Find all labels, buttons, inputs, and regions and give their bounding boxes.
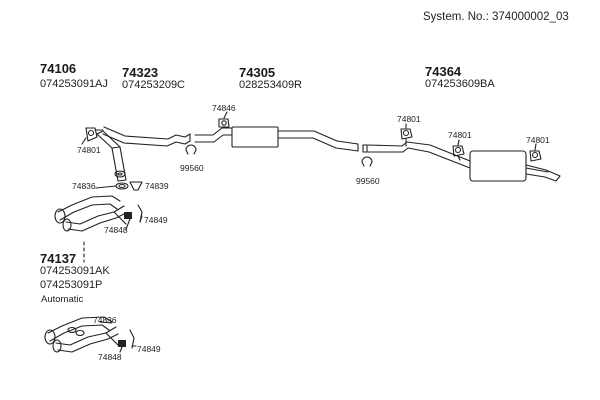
bracket-74848-lower xyxy=(118,340,126,347)
callout-74801-rear-a: 74801 xyxy=(448,130,472,140)
leader-74801-front xyxy=(81,137,87,145)
down-pipe-upper xyxy=(54,195,127,232)
intermediate-pipe-74323 xyxy=(102,126,191,147)
callout-74836-upper: 74836 xyxy=(72,181,96,191)
callout-74848-lower: 74848 xyxy=(98,352,122,362)
callout-74801-rear-b: 74801 xyxy=(526,135,550,145)
callout-74836-lower: 74836 xyxy=(93,315,117,325)
clamp-99560-a xyxy=(185,144,197,155)
callout-74801-front: 74801 xyxy=(77,145,101,155)
reference-074253209C: 074253209C xyxy=(122,79,186,91)
clip-74849-lower xyxy=(129,329,135,349)
center-muffler-74305 xyxy=(194,126,368,153)
reference-074253091P: 074253091P xyxy=(40,279,103,291)
hanger-74846 xyxy=(218,118,230,128)
callout-99560-mid: 99560 xyxy=(356,176,380,186)
mount-74801-mid xyxy=(400,128,413,147)
callout-74849-upper: 74849 xyxy=(144,215,168,225)
rear-muffler-74364 xyxy=(367,141,561,182)
bracket-74848-upper xyxy=(124,212,132,219)
gasket-74836 xyxy=(114,170,126,178)
variant-note: Automatic xyxy=(41,294,84,305)
mount-74801-front xyxy=(85,127,104,142)
reference-028253409R: 028253409R xyxy=(239,79,303,91)
part-number-74106: 74106 xyxy=(40,61,77,76)
part-number-74137: 74137 xyxy=(40,251,77,266)
part-number-74364: 74364 xyxy=(425,64,462,79)
callout-74848-upper: 74848 xyxy=(104,225,128,235)
down-pipe-lower xyxy=(44,316,119,353)
center-muffler-body xyxy=(231,126,279,148)
rear-muffler-body xyxy=(469,150,527,182)
reference-074253091AJ: 074253091AJ xyxy=(40,78,108,90)
callout-99560-front: 99560 xyxy=(180,163,204,173)
flange-74839 xyxy=(129,181,143,191)
callout-74849-lower: 74849 xyxy=(137,344,161,354)
part-number-74305: 74305 xyxy=(239,65,276,80)
mount-74801-rear-a xyxy=(452,145,465,161)
mount-74801-rear-b xyxy=(529,150,542,162)
callout-74839: 74839 xyxy=(145,181,169,191)
reference-074253609BA: 074253609BA xyxy=(425,78,495,90)
front-pipe-74106 xyxy=(96,130,127,182)
reference-074253091AK: 074253091AK xyxy=(40,265,110,277)
clamp-99560-b xyxy=(361,156,373,167)
part-number-74323: 74323 xyxy=(122,65,159,80)
callout-74801-mid: 74801 xyxy=(397,114,421,124)
system-number: System. No.: 374000002_03 xyxy=(423,11,569,23)
callout-74846: 74846 xyxy=(212,103,236,113)
